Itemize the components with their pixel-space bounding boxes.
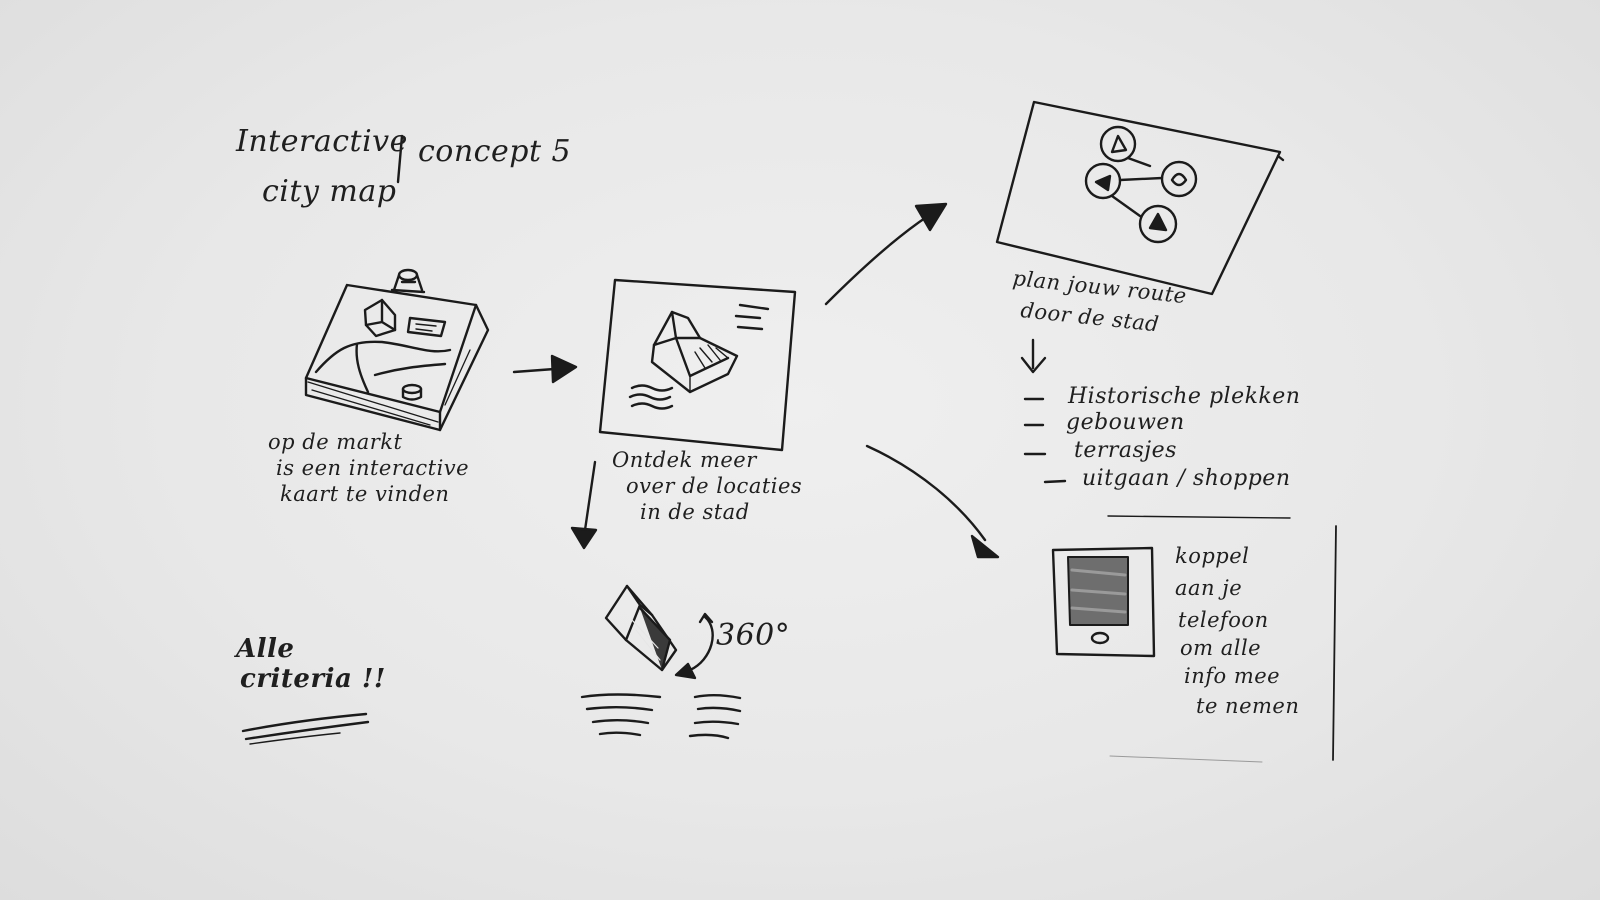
arrow-to-phone <box>865 444 1000 559</box>
step2-caption-line2: over de locaties <box>626 474 803 498</box>
route-list-item: uitgaan / shoppen <box>1082 466 1291 491</box>
arrow-to-360-view <box>570 460 598 550</box>
location-info-panel-sketch <box>598 278 797 452</box>
route-map-sketch <box>995 100 1285 296</box>
note-underline <box>241 712 370 745</box>
step4-caption-line1: koppel <box>1175 544 1250 568</box>
title-line-1: Interactive <box>236 124 408 159</box>
note-line-1: Alle <box>236 634 295 664</box>
step2-caption-line1: Ontdek meer <box>612 448 757 472</box>
step1-caption-line3: kaart te vinden <box>280 482 450 506</box>
rotation-label: 360° <box>716 618 791 653</box>
step1-caption-line2: is een interactive <box>276 456 470 480</box>
step4-caption-line6: te nemen <box>1196 694 1300 718</box>
step4-caption-line4: om alle <box>1180 636 1262 660</box>
route-list-item: Historische plekken <box>1068 384 1301 409</box>
market-map-3d-sketch <box>304 268 490 432</box>
title-divider <box>396 134 404 184</box>
arrow-to-route-map <box>824 202 948 306</box>
title-line-2: city map <box>262 174 397 209</box>
arrow-map-to-location <box>512 354 578 384</box>
concept-label: concept 5 <box>418 134 572 169</box>
route-list-item: terrasjes <box>1074 438 1177 463</box>
bracket-right-line <box>1332 525 1337 761</box>
bracket-top-line <box>1107 515 1291 519</box>
step4-caption-line3: telefoon <box>1178 608 1269 632</box>
route-list-item: gebouwen <box>1066 410 1185 435</box>
arrow-to-route-list <box>1020 338 1047 374</box>
phone-sketch <box>1051 546 1156 658</box>
step2-caption-line3: in de stad <box>640 500 750 524</box>
note-line-2: criteria !! <box>240 664 386 694</box>
building-description-lines <box>580 693 742 740</box>
step1-caption-line1: op de markt <box>268 430 403 454</box>
building-3d-sketch <box>604 584 714 680</box>
step4-caption-line5: info mee <box>1184 664 1281 688</box>
route-list-bullets <box>1023 397 1067 484</box>
step4-caption-line2: aan je <box>1175 576 1243 600</box>
bracket-bottom-line <box>1109 755 1263 763</box>
